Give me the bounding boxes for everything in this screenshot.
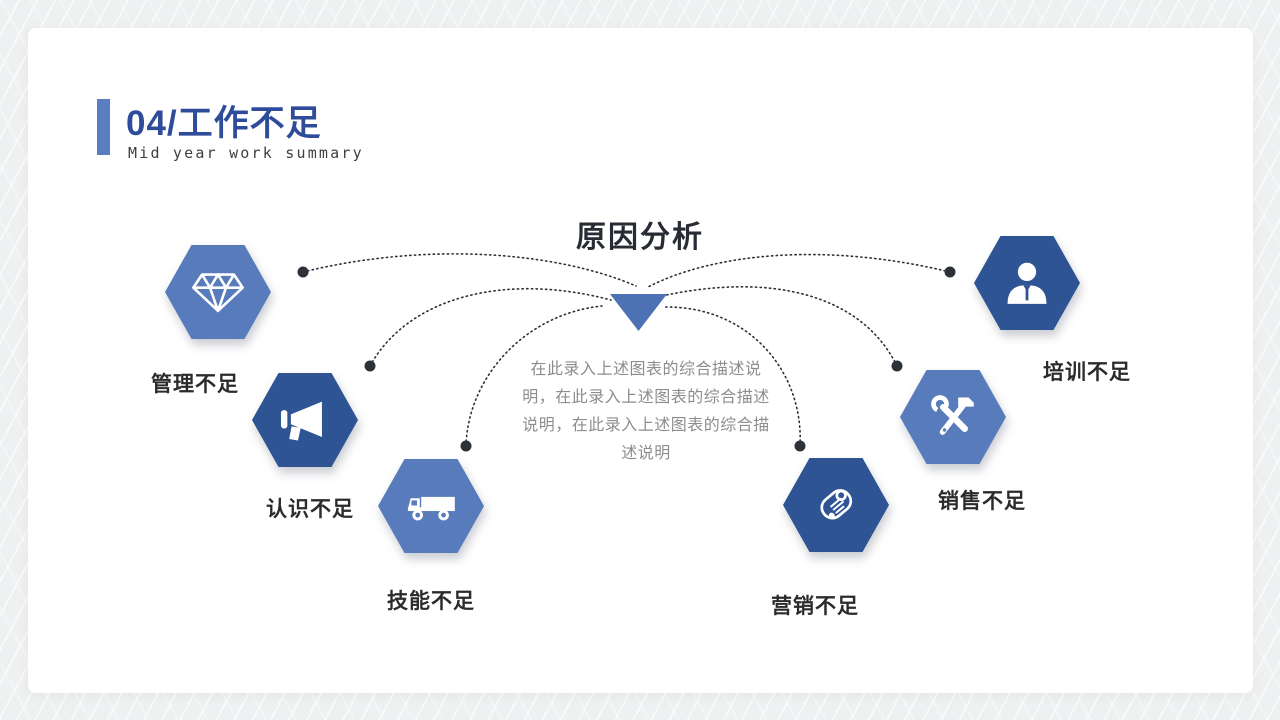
hexagon-awareness bbox=[252, 373, 358, 467]
node-label-management: 管理不足 bbox=[151, 373, 239, 396]
node-training bbox=[974, 236, 1080, 330]
node-label-awareness: 认识不足 bbox=[266, 498, 354, 521]
hexagon-sales bbox=[900, 370, 1006, 464]
truck-icon bbox=[407, 496, 455, 521]
title-accent-bar bbox=[97, 99, 110, 155]
scroll-icon bbox=[820, 489, 853, 520]
hexagon-management bbox=[165, 245, 271, 339]
diamond-icon bbox=[192, 273, 244, 313]
node-management bbox=[165, 245, 271, 339]
node-skill bbox=[378, 459, 484, 553]
section-title: 04/工作不足 bbox=[126, 104, 322, 143]
node-awareness bbox=[252, 373, 358, 467]
node-label-training: 培训不足 bbox=[1043, 361, 1131, 384]
hexagon-training bbox=[974, 236, 1080, 330]
slide-card bbox=[28, 28, 1253, 693]
node-label-sales: 销售不足 bbox=[938, 490, 1026, 513]
section-subtitle: Mid year work summary bbox=[128, 144, 364, 162]
node-label-marketing: 营销不足 bbox=[771, 595, 859, 618]
person-icon bbox=[1007, 262, 1047, 304]
diagram-title: 原因分析 bbox=[576, 221, 704, 254]
tools-icon bbox=[931, 395, 974, 435]
hexagon-skill bbox=[378, 459, 484, 553]
hexagon-marketing bbox=[783, 458, 889, 552]
megaphone-icon bbox=[281, 401, 322, 441]
node-sales bbox=[900, 370, 1006, 464]
node-label-skill: 技能不足 bbox=[387, 590, 475, 613]
node-marketing bbox=[783, 458, 889, 552]
diagram-description: 在此录入上述图表的综合描述说明，在此录入上述图表的综合描述说明，在此录入上述图表… bbox=[522, 361, 770, 462]
